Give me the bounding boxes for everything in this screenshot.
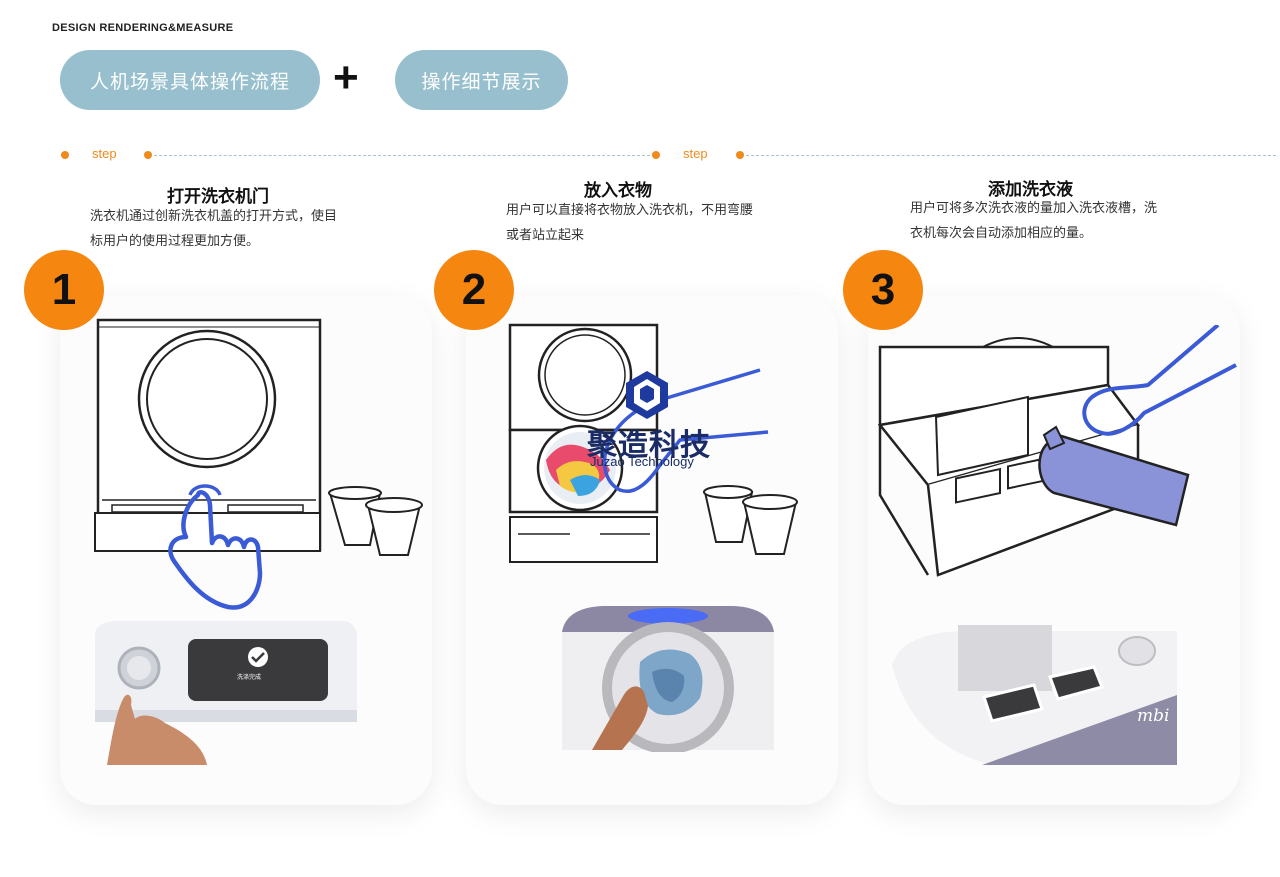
step-1-title: 打开洗衣机门 bbox=[167, 187, 269, 207]
timeline-dot bbox=[144, 151, 152, 159]
step-2-title: 放入衣物 bbox=[584, 181, 652, 201]
step-1-desc-line: 洗衣机通过创新洗衣机盖的打开方式，使目 bbox=[90, 209, 338, 224]
step-3-desc-line: 衣机每次会自动添加相应的量。 bbox=[910, 226, 1093, 241]
brand-mark: mbi bbox=[1137, 706, 1170, 726]
timeline-dot bbox=[652, 151, 660, 159]
watermark-en: Juzao Technology bbox=[590, 454, 694, 469]
watermark-logo-icon bbox=[622, 369, 672, 419]
scenario-process-pill[interactable]: 人机场景具体操作流程 bbox=[60, 50, 320, 110]
step-3-desc-line: 用户可将多次洗衣液的量加入洗衣液槽，洗 bbox=[910, 201, 1158, 216]
step-1-desc: 洗衣机通过创新洗衣机盖的打开方式，使目 标用户的使用过程更加方便。 bbox=[90, 204, 337, 254]
step-1-desc-line: 标用户的使用过程更加方便。 bbox=[90, 234, 260, 249]
step-label-2: step bbox=[683, 146, 708, 161]
timeline-dot bbox=[736, 151, 744, 159]
detail-display-pill[interactable]: 操作细节展示 bbox=[395, 50, 568, 110]
step-2-desc-line: 用户可以直接将衣物放入洗衣机，不用弯腰 bbox=[506, 203, 754, 218]
step-2-drum-render bbox=[562, 602, 774, 752]
step-3-title: 添加洗衣液 bbox=[988, 180, 1073, 200]
watermark-cn: 聚造科技 bbox=[587, 428, 711, 463]
plus-sign: + bbox=[333, 53, 359, 102]
step-label-1: step bbox=[92, 146, 117, 161]
step-3-drawer-render bbox=[892, 625, 1177, 765]
step-1-badge: 1 bbox=[24, 250, 104, 330]
step-3-detergent-sketch bbox=[878, 325, 1238, 585]
header-label: DESIGN RENDERING&MEASURE bbox=[52, 22, 234, 34]
timeline-dot bbox=[61, 151, 69, 159]
step-3-badge: 3 bbox=[843, 250, 923, 330]
panel-status-text: 洗涤完成 bbox=[237, 674, 262, 681]
timeline-dash bbox=[154, 155, 650, 156]
step-1-washer-sketch bbox=[90, 315, 430, 615]
step-2-badge: 2 bbox=[434, 250, 514, 330]
step-1-control-panel-render bbox=[95, 615, 357, 765]
step-2-washer-sketch bbox=[500, 320, 820, 570]
step-2-desc-line: 或者站立起来 bbox=[506, 228, 585, 243]
step-2-desc: 用户可以直接将衣物放入洗衣机，不用弯腰 或者站立起来 bbox=[506, 198, 753, 248]
step-3-desc: 用户可将多次洗衣液的量加入洗衣液槽，洗 衣机每次会自动添加相应的量。 bbox=[910, 196, 1157, 246]
timeline-dash bbox=[746, 155, 1276, 156]
